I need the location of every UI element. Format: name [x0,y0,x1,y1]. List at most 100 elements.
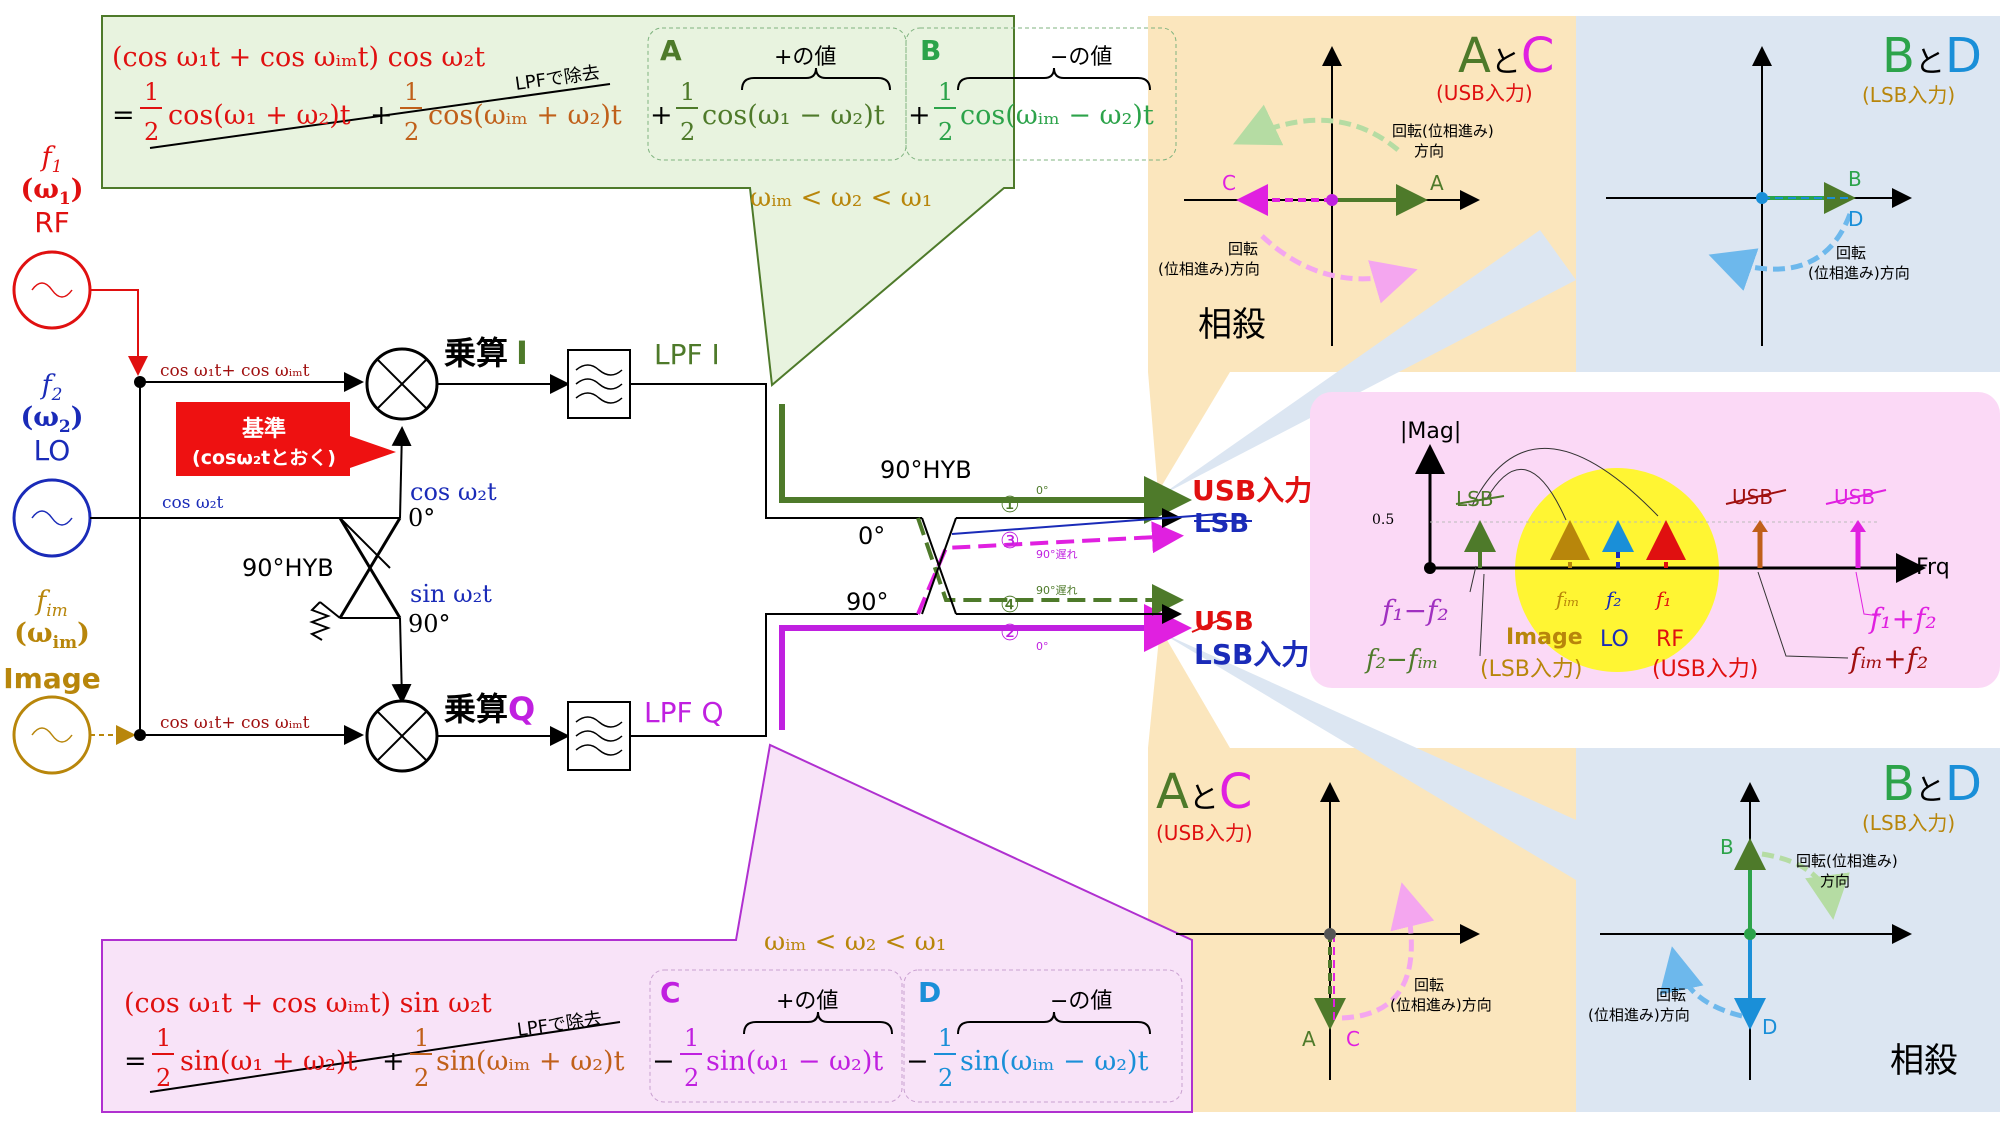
spectrum-f1-plus-f2: f₁+f₂ [1868,602,1937,635]
eq-box-q [101,743,1193,1113]
callout-wedge-lsb-top [1160,230,1576,496]
rf-wire [90,289,148,376]
image-freq: fim [34,586,68,621]
rf-omega: (ω1) [20,174,83,209]
eq-q-half3-num: 1 [684,1024,699,1052]
path-3-num: ③ [1000,529,1020,554]
eq-q-half2-num: 1 [414,1024,429,1052]
eq-i-half1-den: 2 [144,118,159,146]
ac-bottom-label-a: A [1302,1027,1316,1051]
eq-i-tag-a: A [660,34,682,67]
bd-bottom-rot3: 回転 [1656,986,1686,1004]
eq-q-half3-den: 2 [684,1064,699,1092]
eq-i-condition: ωᵢₘ < ω₂ < ω₁ [750,183,932,213]
ac-top-cancel: 相殺 [1198,305,1266,345]
out-lsb-in-bottom: LSB入力 [1194,638,1309,671]
ac-top-rot1: 回転(位相進み) [1392,122,1494,140]
image-signal-label: cos ω₁t+ cos ωᵢₘt [160,713,310,733]
eq-q-half1-den: 2 [156,1064,171,1092]
callout-wedge-usb-bottom [1148,628,1230,748]
lo-source [12,478,92,558]
spectrum-level: 0.5 [1372,512,1394,528]
ac-bottom-rot1: 回転 [1414,976,1444,994]
spectrum-lsb: LSB [1456,487,1494,511]
eq-i-half3-num: 1 [680,78,695,106]
out-usb-bottom: USB [1194,607,1254,637]
out-usb-in-top: USB入力 [1192,474,1312,507]
hyb-terminator [309,601,331,641]
eq-i-plus1: + [370,100,393,131]
spectrum-rf-label: RF [1656,627,1684,652]
lo-omega: (ω2) [20,402,83,437]
phasor-bd-top [1606,46,1912,346]
eq-q-pos-value: +の値 [776,989,838,1014]
path-2-num: ② [1000,621,1020,646]
tag-box-d [903,969,1183,1103]
path-2 [779,604,1192,730]
eq-q-equals: = [124,1046,147,1077]
port-0deg: 0° [858,522,885,550]
eq-q-minus1: − [652,1046,675,1077]
eq-q-term2: sin(ωᵢₘ + ω₂)t [436,1046,625,1077]
image-omega: (ωim) [14,618,90,653]
lo-freq: f2 [40,370,63,405]
bd-top-rot2: (位相進み)方向 [1808,264,1910,282]
path-1 [779,404,1192,524]
eq-i-half2-den: 2 [404,118,419,146]
mixer-q [365,699,439,773]
rf-label: RF [34,206,70,239]
lo-label: LO [34,434,71,467]
bd-bottom-label-d: D [1762,1015,1777,1039]
image-label: Image [3,662,101,695]
bd-bottom-rot1: 回転(位相進み) [1796,852,1898,870]
spectrum-ylabel: |Mag| [1400,419,1461,444]
eq-i-equals: = [112,100,135,131]
ac-bottom-rot2: (位相進み)方向 [1390,996,1492,1014]
path-1-num: ① [1000,493,1020,518]
path-1-deg: 0° [1036,484,1049,497]
spectrum-lo-label: LO [1600,627,1629,652]
spectrum-f1-minus-f2: f₁−f₂ [1380,594,1449,627]
mixer-i [365,347,439,421]
tag-box-c [649,969,903,1103]
eq-q-term4: sin(ωᵢₘ − ω₂)t [960,1046,1149,1077]
spectrum-f2: f₂ [1604,587,1621,611]
eq-q-half4-num: 1 [938,1024,953,1052]
spectrum-usb-input: (USB入力) [1652,657,1758,682]
eq-i-term1: cos(ω₁ + ω₂)t [168,100,351,131]
bd-bottom-label-b: B [1720,835,1734,859]
bd-bottom-cancel: 相殺 [1890,1041,1958,1081]
reference-callout [176,402,396,476]
spectrum-usb-2: USB [1834,485,1875,509]
eq-i-half4-num: 1 [938,78,953,106]
phasor-ac-top [1184,46,1480,346]
eq-q-half1-num: 1 [156,1024,171,1052]
tag-box-b [905,27,1177,161]
ac-top-label-c: C [1222,171,1236,195]
bd-bottom-title: BとD [1882,756,1982,812]
hyb-sin-label: sin ω₂t [410,580,492,608]
eq-q-minus2: − [906,1046,929,1077]
mult-q-label: 乗算Q [444,690,535,728]
bd-bottom-rot2: 方向 [1820,872,1850,890]
spectrum-f1: f₁ [1654,587,1671,611]
spectrum-f2-minus-fim: f₂−fᵢₘ [1364,645,1439,675]
port-90deg: 90° [846,588,889,616]
eq-q-term3: sin(ω₁ − ω₂)t [706,1046,883,1077]
ac-top-rot3: 回転 [1228,240,1258,258]
ac-top-title: AとC [1458,28,1554,84]
eq-q-plus: + [382,1046,405,1077]
reference-sub: (cosω₂tとおく) [192,447,336,469]
eq-q-half2-den: 2 [414,1064,429,1092]
ac-bottom-title: AとC [1156,764,1252,820]
tag-box-a [647,27,907,161]
hyb-cos-label: cos ω₂t [410,478,497,506]
hyb-0deg: 0° [408,504,435,532]
callout-wedge-lsb-bottom [1160,632,1576,880]
out-lsb-top: LSB [1194,509,1249,539]
path-2-deg: 0° [1036,640,1049,653]
phasor-ac-bottom [1176,782,1480,1080]
eq-i-half1-num: 1 [144,78,159,106]
eq-q-line1: (cos ω₁t + cos ωᵢₘt) sin ω₂t [124,988,492,1019]
